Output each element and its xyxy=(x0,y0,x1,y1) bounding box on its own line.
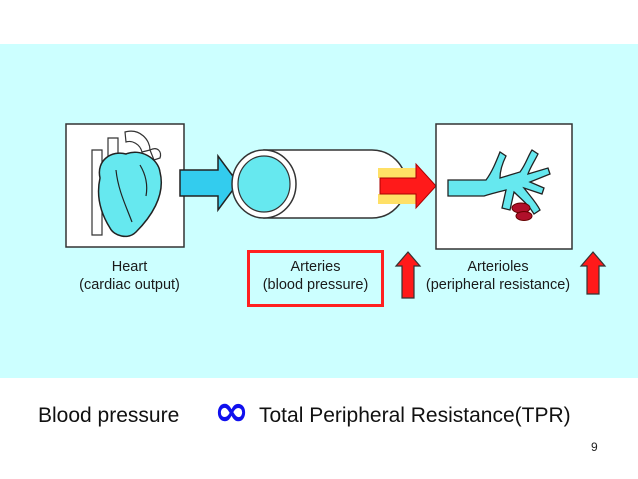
heart-panel xyxy=(65,123,185,248)
heart-icon xyxy=(91,130,162,238)
arterioles-subtitle: (peripheral resistance) xyxy=(425,277,571,293)
red-flow-arrow-icon xyxy=(378,162,437,210)
caption: Blood pressure ∞ Total Peripheral Resist… xyxy=(38,386,638,440)
arteries-label: Arteries (blood pressure) xyxy=(247,258,384,294)
arteries-subtitle: (blood pressure) xyxy=(262,277,369,293)
page-number: 9 xyxy=(591,440,598,454)
arteries-name: Arteries xyxy=(290,259,341,275)
caption-right: Total Peripheral Resistance(TPR) xyxy=(259,404,571,427)
caption-left: Blood pressure xyxy=(38,404,180,427)
arteriole-icon xyxy=(447,149,551,221)
heart-label: Heart (cardiac output) xyxy=(72,258,187,294)
heart-subtitle: (cardiac output) xyxy=(79,277,180,293)
proportional-symbol: ∞ xyxy=(214,386,249,435)
up-arrow-icon xyxy=(394,251,422,299)
arterioles-panel xyxy=(435,123,573,250)
arteries-highlight-box xyxy=(247,250,384,307)
heart-name: Heart xyxy=(111,259,148,275)
artery-tube-icon xyxy=(231,149,407,219)
blue-flow-arrow-icon xyxy=(179,153,239,213)
arterioles-label: Arterioles (peripheral resistance) xyxy=(418,258,578,294)
up-arrow-icon xyxy=(579,251,607,295)
arterioles-name: Arterioles xyxy=(467,259,529,275)
